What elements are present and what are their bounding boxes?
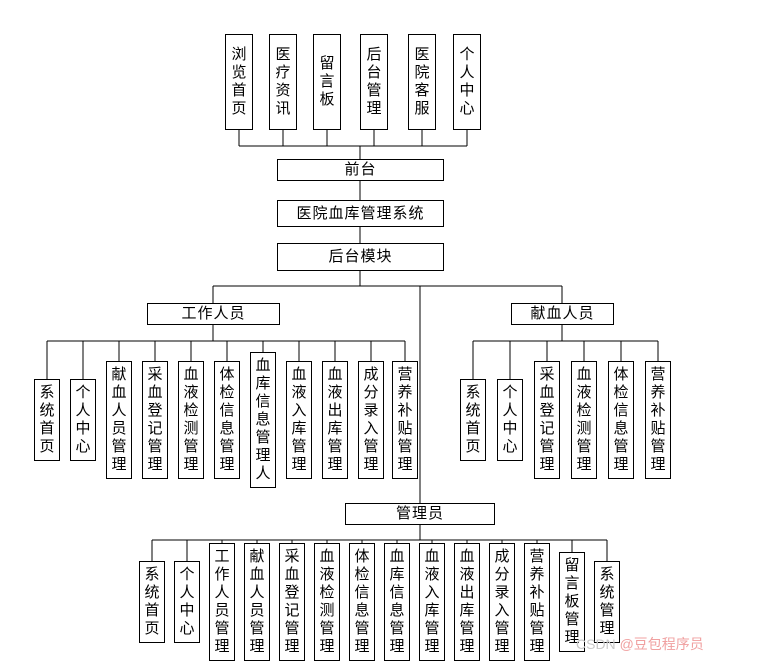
admin-leaf-personal-center: 个人中心 (174, 561, 200, 643)
admin-leaf-blood-inbound: 血液入库管理 (419, 543, 445, 661)
node-label: 个人中心 (459, 46, 475, 117)
node-label: 系统首页 (39, 384, 55, 455)
staff-leaf-nutrition-subsidy: 营养补贴管理 (392, 361, 418, 479)
staff-leaf-collection-register: 采血登记管理 (142, 361, 168, 479)
admin-leaf-blood-test: 血液检测管理 (314, 543, 340, 661)
staff-leaf-bloodbank-info: 血库信息管理人 (250, 352, 276, 488)
admin-leaf-collection-register: 采血登记管理 (279, 543, 305, 661)
admin-leaf-system-manage: 系统管理 (594, 561, 620, 643)
node-label: 个人中心 (75, 384, 91, 455)
node-label: 系统首页 (144, 566, 160, 637)
node-label: 医院血库管理系统 (296, 204, 425, 222)
watermark-prefix: CSDN (576, 636, 620, 652)
node-label: 血液出库管理 (327, 366, 343, 473)
donor-leaf-personal-center: 个人中心 (497, 379, 523, 461)
node-label: 献血人员 (530, 305, 595, 322)
node-label: 留言板 (319, 55, 335, 108)
node-root-system: 医院血库管理系统 (277, 200, 444, 227)
admin-leaf-bloodbank-info: 血库信息管理 (384, 543, 410, 661)
node-label: 血液出库管理 (459, 548, 475, 655)
admin-leaf-donor-manage: 献血人员管理 (244, 543, 270, 661)
admin-leaf-system-home: 系统首页 (139, 561, 165, 643)
node-label: 系统管理 (599, 566, 615, 637)
donor-leaf-checkup-info: 体检信息管理 (608, 361, 634, 479)
node-admin: 管理员 (345, 503, 495, 525)
staff-leaf-donor-manage: 献血人员管理 (106, 361, 132, 479)
front-leaf-medical-info: 医疗资讯 (269, 34, 297, 130)
node-label: 体检信息管理 (219, 366, 235, 473)
staff-leaf-blood-inbound: 血液入库管理 (286, 361, 312, 479)
node-label: 体检信息管理 (613, 366, 629, 473)
front-leaf-personal-center: 个人中心 (453, 34, 481, 130)
admin-leaf-component-entry: 成分录入管理 (489, 543, 515, 661)
node-label: 个人中心 (502, 384, 518, 455)
staff-leaf-checkup-info: 体检信息管理 (214, 361, 240, 479)
node-label: 血液检测管理 (319, 548, 335, 655)
staff-leaf-blood-outbound: 血液出库管理 (322, 361, 348, 479)
node-label: 采血登记管理 (147, 366, 163, 473)
front-leaf-message-board: 留言板 (313, 34, 341, 130)
node-label: 医疗资讯 (275, 46, 291, 117)
node-label: 血液入库管理 (424, 548, 440, 655)
donor-leaf-nutrition-subsidy: 营养补贴管理 (645, 361, 671, 479)
node-label: 血液检测管理 (183, 366, 199, 473)
node-label: 营养补贴管理 (397, 366, 413, 473)
staff-leaf-component-entry: 成分录入管理 (358, 361, 384, 479)
staff-leaf-personal-center: 个人中心 (70, 379, 96, 461)
node-label: 管理员 (395, 505, 444, 522)
front-leaf-backend-manage: 后台管理 (360, 34, 388, 130)
node-label: 采血登记管理 (284, 548, 300, 655)
watermark-user: @豆包程序员 (619, 636, 704, 652)
donor-leaf-blood-test: 血液检测管理 (571, 361, 597, 479)
admin-leaf-checkup-info: 体检信息管理 (349, 543, 375, 661)
staff-leaf-blood-test: 血液检测管理 (178, 361, 204, 479)
node-label: 留言板管理 (564, 557, 580, 646)
donor-leaf-system-home: 系统首页 (460, 379, 486, 461)
donor-leaf-collection-register: 采血登记管理 (534, 361, 560, 479)
node-label: 献血人员管理 (111, 366, 127, 473)
node-donor: 献血人员 (511, 303, 614, 325)
node-label: 工作人员管理 (214, 548, 230, 655)
node-label: 营养补贴管理 (650, 366, 666, 473)
node-label: 献血人员管理 (249, 548, 265, 655)
admin-leaf-staff-manage: 工作人员管理 (209, 543, 235, 661)
node-label: 营养补贴管理 (529, 548, 545, 655)
admin-leaf-message-board-manage: 留言板管理 (559, 552, 585, 652)
admin-leaf-blood-outbound: 血液出库管理 (454, 543, 480, 661)
node-staff: 工作人员 (147, 303, 280, 325)
staff-leaf-system-home: 系统首页 (34, 379, 60, 461)
node-label: 成分录入管理 (494, 548, 510, 655)
node-label: 后台模块 (328, 248, 393, 265)
csdn-watermark: CSDN @豆包程序员 (576, 634, 704, 654)
node-label: 成分录入管理 (363, 366, 379, 473)
front-leaf-hospital-service: 医院客服 (408, 34, 436, 130)
node-frontend: 前台 (277, 159, 444, 181)
node-label: 血库信息管理 (389, 548, 405, 655)
node-backend-module: 后台模块 (277, 243, 444, 271)
admin-leaf-nutrition-subsidy: 营养补贴管理 (524, 543, 550, 661)
node-label: 医院客服 (414, 46, 430, 117)
node-label: 工作人员 (181, 305, 246, 322)
node-label: 采血登记管理 (539, 366, 555, 473)
node-label: 系统首页 (465, 384, 481, 455)
node-label: 浏览首页 (231, 46, 247, 117)
front-leaf-browse-home: 浏览首页 (225, 34, 253, 130)
node-label: 血液入库管理 (291, 366, 307, 473)
node-label: 血液检测管理 (576, 366, 592, 473)
node-label: 后台管理 (366, 46, 382, 117)
node-label: 前台 (344, 161, 377, 178)
node-label: 体检信息管理 (354, 548, 370, 655)
node-label: 个人中心 (179, 566, 195, 637)
node-label: 血库信息管理人 (255, 357, 271, 482)
